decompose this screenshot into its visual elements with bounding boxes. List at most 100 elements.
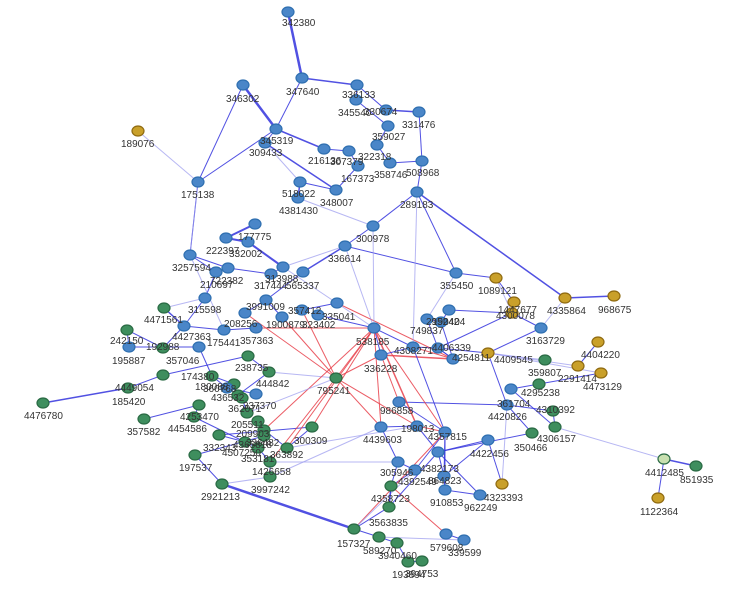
node-circle[interactable] bbox=[276, 261, 290, 273]
node-circle[interactable] bbox=[291, 192, 305, 204]
node-circle[interactable] bbox=[366, 220, 380, 232]
node-circle[interactable] bbox=[420, 313, 434, 325]
node-332002[interactable] bbox=[241, 236, 255, 248]
node-circle[interactable] bbox=[188, 449, 202, 461]
node-circle[interactable] bbox=[121, 382, 135, 394]
node-circle[interactable] bbox=[191, 176, 205, 188]
node-300309[interactable] bbox=[305, 421, 319, 433]
node-346302[interactable] bbox=[236, 79, 250, 91]
node-circle[interactable] bbox=[251, 442, 265, 454]
node-335041[interactable] bbox=[330, 297, 344, 309]
node-circle[interactable] bbox=[238, 307, 252, 319]
node-circle[interactable] bbox=[489, 272, 503, 284]
node-circle[interactable] bbox=[457, 534, 471, 546]
node-circle[interactable] bbox=[248, 218, 262, 230]
node-circle[interactable] bbox=[240, 407, 254, 419]
node-circle[interactable] bbox=[305, 421, 319, 433]
node-216136[interactable] bbox=[317, 143, 331, 155]
node-circle[interactable] bbox=[431, 342, 445, 354]
node-circle[interactable] bbox=[330, 297, 344, 309]
node-circle[interactable] bbox=[495, 478, 509, 490]
node-circle[interactable] bbox=[546, 405, 560, 417]
node-circle[interactable] bbox=[258, 137, 272, 149]
node-circle[interactable] bbox=[131, 125, 145, 137]
node-circle[interactable] bbox=[382, 501, 396, 513]
node-192988[interactable] bbox=[156, 342, 170, 354]
node-339599[interactable] bbox=[457, 534, 471, 546]
node-205511[interactable] bbox=[240, 407, 254, 419]
node-360768[interactable] bbox=[220, 382, 234, 394]
node-circle[interactable] bbox=[220, 382, 234, 394]
node-circle[interactable] bbox=[347, 523, 361, 535]
node-circle[interactable] bbox=[295, 304, 309, 316]
node-circle[interactable] bbox=[249, 322, 263, 334]
node-circle[interactable] bbox=[217, 324, 231, 336]
node-323402[interactable] bbox=[311, 309, 325, 321]
node-circle[interactable] bbox=[410, 186, 424, 198]
node-circle[interactable] bbox=[438, 426, 452, 438]
node-circle[interactable] bbox=[281, 6, 295, 18]
node-508968[interactable] bbox=[415, 155, 429, 167]
node-332343[interactable] bbox=[212, 429, 226, 441]
node-circle[interactable] bbox=[311, 309, 325, 321]
node-4295238[interactable] bbox=[532, 378, 546, 390]
node-circle[interactable] bbox=[525, 427, 539, 439]
node-4254811[interactable] bbox=[446, 353, 460, 365]
node-circle[interactable] bbox=[209, 266, 223, 278]
node-4404220[interactable] bbox=[591, 336, 605, 348]
node-350466[interactable] bbox=[525, 427, 539, 439]
node-4507250[interactable] bbox=[238, 436, 252, 448]
node-circle[interactable] bbox=[296, 266, 310, 278]
node-3940460[interactable] bbox=[390, 537, 404, 549]
node-circle[interactable] bbox=[481, 434, 495, 446]
node-4308271[interactable] bbox=[406, 341, 420, 353]
node-175138[interactable] bbox=[191, 176, 205, 188]
node-722382[interactable] bbox=[221, 262, 235, 274]
node-circle[interactable] bbox=[263, 471, 277, 483]
node-4473129[interactable] bbox=[594, 367, 608, 379]
node-circle[interactable] bbox=[257, 430, 271, 442]
node-circle[interactable] bbox=[434, 316, 448, 328]
node-4392549[interactable] bbox=[408, 464, 422, 476]
node-circle[interactable] bbox=[415, 555, 429, 567]
node-circle[interactable] bbox=[137, 413, 151, 425]
node-3257594[interactable] bbox=[183, 249, 197, 261]
node-circle[interactable] bbox=[473, 489, 487, 501]
node-193894[interactable] bbox=[401, 556, 415, 568]
node-4427363[interactable] bbox=[177, 320, 191, 332]
node-359807[interactable] bbox=[538, 354, 552, 366]
node-4357815[interactable] bbox=[438, 426, 452, 438]
node-circle[interactable] bbox=[558, 292, 572, 304]
node-910853[interactable] bbox=[438, 484, 452, 496]
node-circle[interactable] bbox=[481, 347, 495, 359]
node-3997242[interactable] bbox=[263, 471, 277, 483]
node-circle[interactable] bbox=[205, 370, 219, 382]
node-195887[interactable] bbox=[122, 341, 136, 353]
node-749837[interactable] bbox=[420, 313, 434, 325]
node-circle[interactable] bbox=[338, 240, 352, 252]
node-589270[interactable] bbox=[372, 531, 386, 543]
node-210697[interactable] bbox=[209, 266, 223, 278]
node-circle[interactable] bbox=[156, 369, 170, 381]
node-4323393[interactable] bbox=[495, 478, 509, 490]
node-4358723[interactable] bbox=[384, 480, 398, 492]
node-4335864[interactable] bbox=[558, 292, 572, 304]
node-circle[interactable] bbox=[401, 556, 415, 568]
node-circle[interactable] bbox=[259, 294, 273, 306]
node-circle[interactable] bbox=[192, 399, 206, 411]
node-795241[interactable] bbox=[329, 372, 343, 384]
node-circle[interactable] bbox=[507, 296, 521, 308]
node-518022[interactable] bbox=[293, 176, 307, 188]
node-361704[interactable] bbox=[504, 383, 518, 395]
node-185420[interactable] bbox=[121, 382, 135, 394]
node-986858[interactable] bbox=[392, 396, 406, 408]
node-4381430[interactable] bbox=[291, 192, 305, 204]
node-157327[interactable] bbox=[347, 523, 361, 535]
node-394753[interactable] bbox=[415, 555, 429, 567]
node-238735[interactable] bbox=[241, 350, 255, 362]
node-4471561[interactable] bbox=[157, 302, 171, 314]
node-175441[interactable] bbox=[217, 324, 231, 336]
node-1426658[interactable] bbox=[263, 456, 277, 468]
node-208256[interactable] bbox=[238, 307, 252, 319]
node-circle[interactable] bbox=[156, 342, 170, 354]
